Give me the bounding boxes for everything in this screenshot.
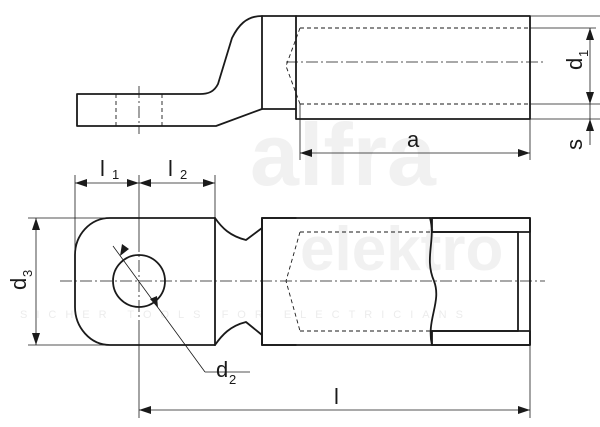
side-view <box>76 15 545 134</box>
top-view-palm <box>74 217 216 346</box>
top-view-break-line <box>428 217 438 346</box>
watermark-brand: alfra <box>250 105 437 204</box>
side-view-hole-hidden <box>115 94 163 126</box>
top-view-wall-bottom <box>431 330 531 346</box>
top-view-barrel <box>261 217 531 346</box>
dimension-s: s <box>530 104 600 150</box>
side-view-barrel <box>295 15 531 120</box>
dimension-l1-subscript: 1 <box>112 167 119 182</box>
side-view-bore <box>300 27 530 105</box>
dimension-d3-label: d <box>6 278 31 290</box>
dimension-a-label: a <box>407 127 420 152</box>
side-view-neck <box>76 15 297 127</box>
dimension-d1-subscript: 1 <box>576 50 591 57</box>
dimension-d1-label: d <box>562 58 587 70</box>
dimension-d1: d 1 <box>530 15 600 105</box>
dimension-l2-label: l <box>168 156 173 181</box>
dimension-l1: l 1 <box>74 156 140 290</box>
dimension-d2: d 2 <box>112 244 250 387</box>
top-view-neck <box>214 217 297 346</box>
dimension-a: a <box>299 104 531 160</box>
dimension-l2: l 2 <box>139 156 216 218</box>
watermark-sub-brand: elektro <box>300 215 503 284</box>
dimension-l: l <box>138 320 531 418</box>
dimension-d2-label: d <box>216 357 228 382</box>
dimension-s-label: s <box>562 139 587 150</box>
side-view-bore-cone <box>285 27 301 105</box>
watermark-tagline: SICHER TOOLS FOR ELECTRICIANS <box>20 309 472 321</box>
dimension-d2-subscript: 2 <box>229 372 236 387</box>
dimension-d3: d 3 <box>6 217 110 346</box>
dimension-l1-label: l <box>100 156 105 181</box>
dimension-l-label: l <box>334 384 339 409</box>
watermark: alfra elektro SICHER TOOLS FOR ELECTRICI… <box>20 105 503 321</box>
dimension-l2-subscript: 2 <box>180 167 187 182</box>
dimension-d3-subscript: 3 <box>20 270 35 277</box>
